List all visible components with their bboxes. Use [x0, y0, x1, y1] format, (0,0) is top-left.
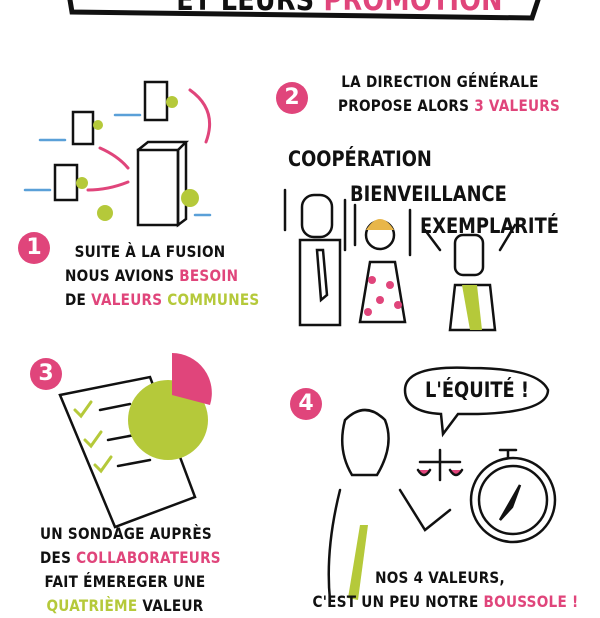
step-number-4: 4 — [290, 388, 322, 420]
step3-line3: FAIT ÉMEREGER UNE — [44, 572, 206, 591]
step-number-2: 2 — [276, 82, 308, 114]
three-characters-illustration — [283, 188, 517, 332]
step1-line1: SUITE À LA FUSION — [74, 242, 226, 261]
step4-line1: NOS 4 VALEURS, — [375, 568, 505, 587]
title-banner-border — [67, 0, 541, 21]
speech-bubble-equite: L'ÉQUITÉ ! — [425, 378, 530, 402]
step4-line2: C'EST UN PEU NOTRE BOUSSOLE ! — [312, 592, 579, 611]
value-bienveillance: BIENVEILLANCE — [350, 182, 507, 206]
illustrations — [23, 0, 557, 600]
page-title: ET LEURS PROMOTION — [176, 0, 502, 18]
step1-line2: NOUS AVIONS BESOIN — [65, 266, 239, 285]
survey-pie-illustration — [58, 353, 212, 529]
step3-line1: UN SONDAGE AUPRÈS — [40, 524, 212, 543]
title-part2: PROMOTION — [323, 0, 503, 18]
step1-text: SUITE À LA FUSION NOUS AVIONS BESOIN DE … — [65, 240, 260, 312]
buildings-illustration — [23, 80, 212, 228]
step-number-1: 1 — [18, 232, 50, 264]
step2-line1: LA DIRECTION GÉNÉRALE — [341, 72, 539, 91]
title-part1: ET LEURS — [176, 0, 315, 18]
step3-line4: QUATRIÈME VALEUR — [46, 596, 204, 615]
step3-text: UN SONDAGE AUPRÈS DES COLLABORATEURS FAI… — [40, 522, 221, 618]
step4-text: NOS 4 VALEURS, C'EST UN PEU NOTRE BOUSSO… — [312, 566, 579, 614]
step3-line2: DES COLLABORATEURS — [40, 548, 221, 567]
step2-text: LA DIRECTION GÉNÉRALE PROPOSE ALORS 3 VA… — [338, 70, 561, 118]
step1-line3: DE VALEURS COMMUNES — [65, 290, 260, 309]
step-number-3: 3 — [30, 358, 62, 390]
step2-line2: PROPOSE ALORS 3 VALEURS — [338, 96, 561, 115]
value-cooperation: COOPÉRATION — [288, 147, 432, 171]
value-exemplarite: EXEMPLARITÉ — [420, 214, 559, 238]
man-scale-compass-illustration — [327, 366, 557, 600]
